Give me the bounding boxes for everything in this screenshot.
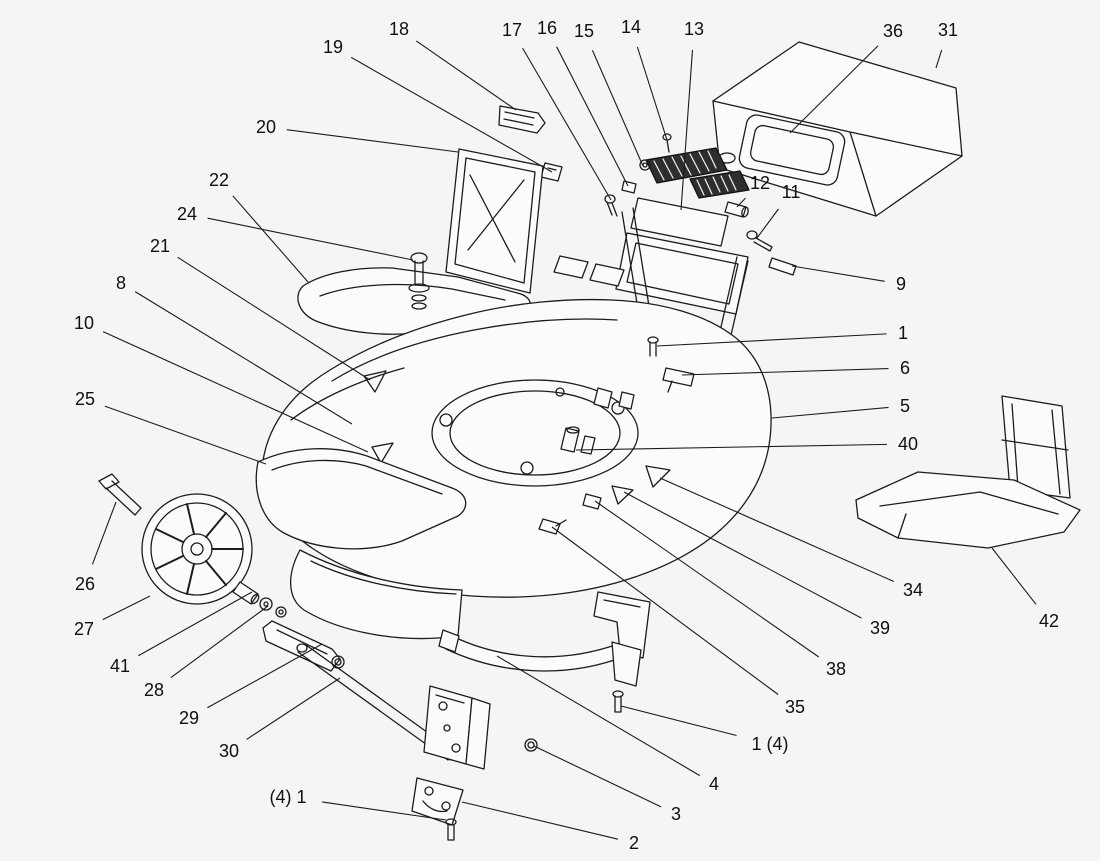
leader-line-1-4: [620, 705, 737, 737]
leader-line-27: [102, 595, 151, 621]
callout-label-14: 14: [621, 17, 641, 37]
leader-line-12: [736, 197, 746, 208]
leader-line-30: [246, 677, 341, 740]
callout-label-42: 42: [1039, 611, 1059, 631]
callout-label-3: 3: [671, 804, 681, 824]
callout-label-29: 29: [179, 708, 199, 728]
callout-label-36: 36: [883, 21, 903, 41]
callout-label-8: 8: [116, 273, 126, 293]
leader-line-20: [286, 129, 459, 153]
leader-line-26: [91, 501, 117, 565]
callout-label-12: 12: [750, 173, 770, 193]
leader-line-22: [232, 195, 309, 283]
callout-label-34: 34: [903, 580, 923, 600]
callout-label-2: 2: [629, 833, 639, 853]
callout-label-13: 13: [684, 19, 704, 39]
callout-label-21: 21: [150, 236, 170, 256]
callout-label-17: 17: [502, 20, 522, 40]
leader-line-16: [556, 46, 629, 187]
callout-label-1-4: 1 (4): [751, 734, 788, 754]
callout-label-28: 28: [144, 680, 164, 700]
callout-label-4: 4: [709, 774, 719, 794]
lower-handle-assembly-drawing: [411, 629, 642, 841]
leader-line-13: [680, 49, 694, 211]
callout-label-24: 24: [177, 204, 197, 224]
leader-line-35: [551, 526, 779, 695]
leader-line-40: [575, 443, 888, 451]
callout-label-4-1: (4) 1: [269, 787, 306, 807]
callout-label-19: 19: [323, 37, 343, 57]
leader-line-6: [681, 367, 889, 376]
discharge-door-drawing: [445, 148, 544, 294]
callout-label-16: 16: [537, 18, 557, 38]
leader-line-5: [771, 406, 889, 419]
leader-line-10: [102, 331, 369, 453]
side-bracket-drawing: [855, 395, 1081, 549]
callout-label-25: 25: [75, 389, 95, 409]
leader-line-1: [656, 333, 887, 347]
leader-line-3: [533, 745, 662, 808]
callout-label-15: 15: [574, 21, 594, 41]
control-panel-drawing: [645, 147, 750, 199]
leader-line-15: [591, 50, 644, 167]
cable-parts-drawing: [724, 201, 797, 276]
callout-label-38: 38: [826, 659, 846, 679]
leader-line-11: [756, 208, 779, 239]
callout-label-41: 41: [110, 656, 130, 676]
leader-line-42: [991, 547, 1037, 605]
leader-line-21: [177, 256, 371, 381]
rear-housing-drawing: [615, 197, 749, 393]
leader-line-9: [791, 265, 885, 282]
callout-label-9: 9: [896, 274, 906, 294]
front-wheel-drawing: [98, 473, 287, 618]
callout-label-10: 10: [74, 313, 94, 333]
leader-line-4: [496, 655, 701, 777]
leader-line-17: [522, 47, 612, 201]
leader-line-2: [461, 801, 619, 840]
callout-label-26: 26: [75, 574, 95, 594]
leader-line-19: [350, 56, 553, 173]
callout-label-6: 6: [900, 358, 910, 378]
leader-line-38: [594, 500, 820, 658]
leader-line-25: [104, 405, 267, 465]
leader-line-14: [636, 46, 668, 141]
leader-line-8: [134, 291, 353, 425]
leader-line-18: [415, 40, 517, 111]
leader-line-29: [207, 643, 323, 709]
front-cover-drawing: [255, 448, 467, 640]
leader-line-39: [623, 491, 862, 619]
callout-label-30: 30: [219, 741, 239, 761]
callout-label-1: 1: [898, 323, 908, 343]
leader-line-41: [138, 591, 253, 657]
leader-line-24: [207, 217, 414, 261]
callout-label-11: 11: [782, 182, 801, 202]
callout-label-27: 27: [74, 619, 94, 639]
leader-line-36: [789, 45, 879, 134]
callout-label-31: 31: [938, 20, 958, 40]
callout-label-39: 39: [870, 618, 890, 638]
leader-line-4-1: [322, 801, 447, 821]
callout-label-20: 20: [256, 117, 276, 137]
callout-label-40: 40: [898, 434, 918, 454]
callout-label-22: 22: [209, 170, 229, 190]
callout-label-5: 5: [900, 396, 910, 416]
callout-label-35: 35: [785, 697, 805, 717]
leader-line-31: [935, 49, 943, 69]
exploded-view-artwork: [98, 41, 1081, 841]
leader-line-34: [659, 477, 895, 583]
callout-label-18: 18: [389, 19, 409, 39]
leader-line-28: [170, 605, 269, 678]
